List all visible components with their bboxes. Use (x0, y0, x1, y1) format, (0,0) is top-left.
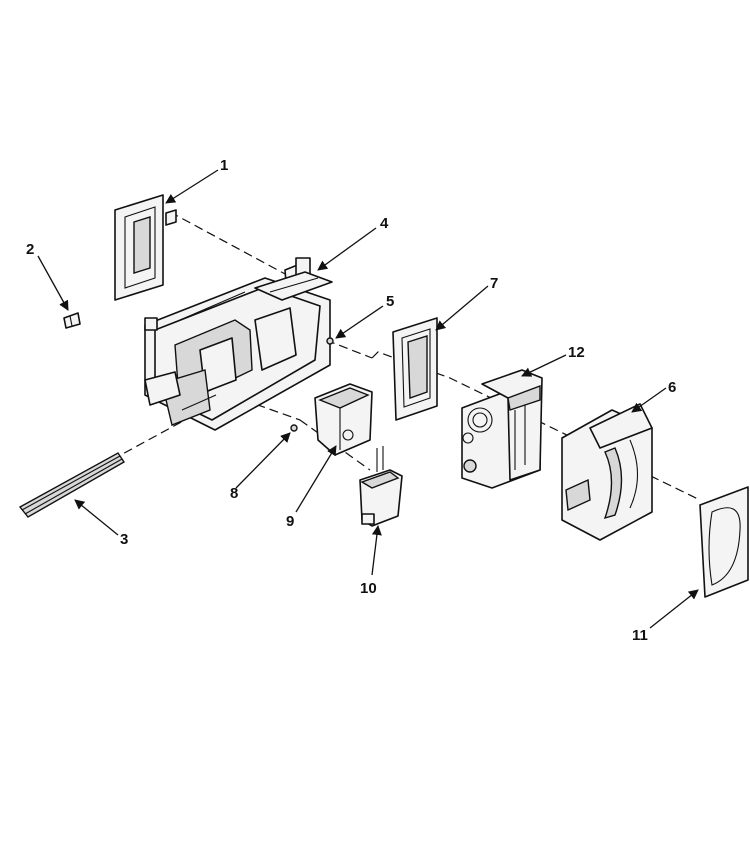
part-5-screw (326, 337, 334, 345)
callout-12: 12 (568, 344, 585, 361)
leader-lines (37, 169, 699, 629)
part-10-thermostat (359, 446, 403, 527)
callout-11: 11 (632, 627, 648, 644)
callout-2: 2 (26, 241, 34, 258)
part-11-gasket (699, 486, 749, 598)
part-7-gasket (392, 317, 438, 421)
part-6-cover (561, 403, 653, 541)
part-12-control-housing (461, 369, 543, 489)
part-1-gasket (114, 194, 164, 301)
part-2-screw (63, 312, 81, 329)
callout-3: 3 (120, 531, 128, 548)
callout-10: 10 (360, 580, 377, 597)
callout-labels: 1 2 3 4 5 6 7 8 9 10 11 12 (26, 157, 676, 644)
part-9-control (314, 383, 373, 456)
part-clip (165, 209, 177, 226)
callout-4: 4 (380, 215, 389, 232)
callout-8: 8 (230, 485, 238, 502)
main-housing (144, 257, 331, 431)
callout-6: 6 (668, 379, 676, 396)
callout-5: 5 (386, 293, 394, 310)
callout-7: 7 (490, 275, 498, 292)
callout-1: 1 (220, 157, 228, 174)
callout-9: 9 (286, 513, 294, 530)
part-4-bracket (254, 271, 333, 301)
part-3-rod (18, 452, 125, 518)
part-8-screw (290, 424, 298, 432)
